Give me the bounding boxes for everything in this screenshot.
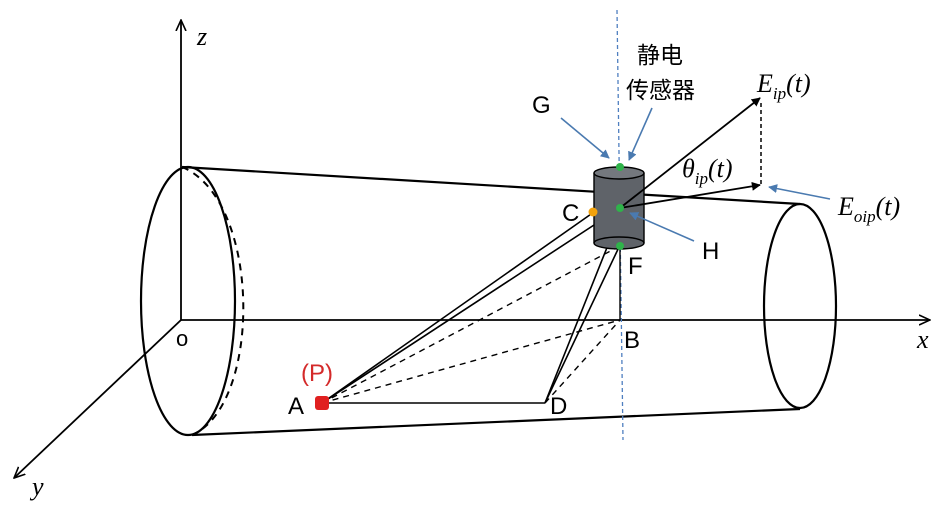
- callout-H: [629, 212, 695, 242]
- point-C: [588, 207, 598, 217]
- pipe-bottom-edge: [191, 407, 801, 437]
- construction-lines: [321, 207, 621, 404]
- point-A-particle: [315, 396, 329, 410]
- axis-label-z: z: [196, 22, 207, 51]
- label-D: D: [550, 393, 567, 420]
- line-D-H-2: [544, 244, 621, 404]
- axis-label-y: y: [29, 472, 44, 501]
- label-F: F: [628, 253, 643, 280]
- point-G: [616, 163, 624, 171]
- points: [315, 163, 624, 410]
- callout-sensor: [628, 107, 653, 161]
- line-D-H-1: [544, 234, 613, 404]
- origin-label: o: [176, 326, 188, 351]
- sensor-label-line2: 传感器: [626, 78, 695, 104]
- point-F: [616, 242, 624, 250]
- field-vectors: [619, 97, 762, 209]
- label-eip: Eip(t): [756, 69, 811, 103]
- label-C: C: [562, 200, 579, 227]
- pipe-top-edge: [181, 165, 801, 206]
- label-A: A: [288, 393, 304, 420]
- line-A-F-dashed: [321, 245, 621, 404]
- line-A-C: [321, 211, 595, 404]
- y-axis: [14, 319, 182, 478]
- axes: [14, 20, 930, 478]
- vector-eip: [619, 97, 761, 209]
- dashed-construction-lines: [321, 245, 621, 404]
- sensor-label-line1: 静电: [637, 43, 683, 69]
- pipe-left-end-visible-cover: [182, 167, 221, 435]
- line-A-B-dashed: [321, 319, 621, 404]
- callouts: [560, 107, 831, 242]
- label-P: (P): [301, 360, 333, 387]
- point-H: [616, 204, 624, 212]
- vector-eoip: [619, 181, 761, 209]
- line-A-H: [321, 207, 621, 404]
- callout-eoip: [768, 184, 831, 200]
- axis-label-x: x: [916, 325, 929, 354]
- label-H: H: [702, 238, 719, 265]
- pipe-cylinder: [139, 165, 838, 437]
- pipe-right-end: [762, 202, 838, 410]
- label-theta-ip: θip(t): [682, 154, 733, 188]
- sensor-vertical-dashed-line: [616, 9, 624, 441]
- label-G: G: [532, 92, 551, 119]
- label-B: B: [624, 327, 640, 354]
- line-D-B-dashed: [544, 319, 621, 404]
- callout-G: [560, 117, 610, 159]
- label-eoip: Eoip(t): [837, 192, 900, 226]
